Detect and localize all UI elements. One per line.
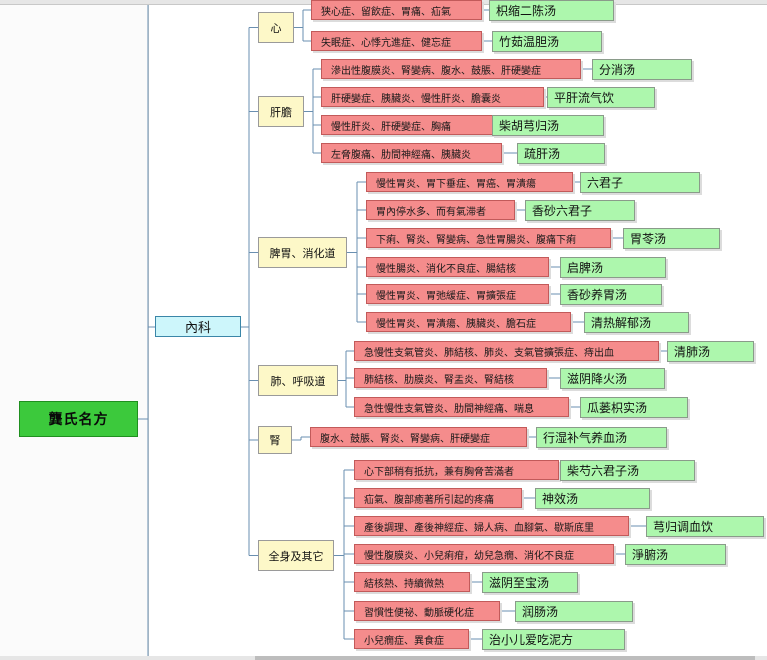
category-node[interactable]: 肺、呼吸道	[258, 365, 338, 396]
symptom-node[interactable]: 產後調理、產後神經症、婦人病、血腳氣、歇斯底里	[354, 516, 629, 536]
formula-node[interactable]: 治小儿爱吃泥方	[482, 628, 625, 650]
formula-node[interactable]: 润肠汤	[515, 600, 633, 622]
category-node[interactable]: 脾胃、消化道	[258, 237, 347, 268]
symptom-node[interactable]: 急性慢性支氣管炎、肋間神經痛、喘息	[354, 397, 569, 417]
symptom-node[interactable]: 慢性胃炎、胃弛緩症、胃擴張症	[366, 284, 549, 304]
category-node[interactable]: 腎	[258, 426, 292, 454]
symptom-node[interactable]: 結核熱、持續微熱	[354, 572, 470, 592]
formula-node[interactable]: 分消汤	[592, 58, 692, 80]
formula-node[interactable]: 芎归调血饮	[646, 515, 764, 537]
hub-node-internal-medicine[interactable]: 內科	[155, 316, 241, 337]
formula-node[interactable]: 平肝流气饮	[547, 86, 655, 108]
formula-node[interactable]: 神效汤	[535, 487, 650, 509]
category-node[interactable]: 心	[258, 12, 294, 43]
symptom-node[interactable]: 狭心症、留飲症、胃痛、疝氣	[311, 0, 482, 20]
symptom-node[interactable]: 急慢性支氣管炎、肺結核、肺炎、支氣管擴張症、痔出血	[354, 341, 659, 361]
category-node[interactable]: 肝膽	[258, 96, 304, 127]
symptom-node[interactable]: 滲出性腹膜炎、腎變病、腹水、鼓脹、肝硬變症	[321, 59, 581, 79]
formula-node[interactable]: 清肺汤	[667, 340, 754, 362]
formula-node[interactable]: 滋阴降火汤	[560, 367, 665, 389]
symptom-node[interactable]: 慢性肝炎、肝硬變症、胸痛	[321, 115, 493, 135]
root-node[interactable]: 龔氏名方	[19, 401, 138, 437]
category-node[interactable]: 全身及其它	[258, 540, 334, 571]
formula-node[interactable]: 柴胡芎归汤	[492, 114, 604, 136]
formula-node[interactable]: 淨腑汤	[625, 543, 726, 565]
formula-node[interactable]: 滋阴至宝汤	[482, 571, 578, 593]
formula-node[interactable]: 疏肝汤	[517, 142, 605, 164]
formula-node[interactable]: 清热解郁汤	[584, 311, 689, 333]
symptom-node[interactable]: 小兒癇症、異食症	[354, 629, 469, 649]
symptom-node[interactable]: 慢性胃炎、胃潰瘍、胰臟炎、膽石症	[366, 312, 571, 332]
symptom-node[interactable]: 慢性腸炎、消化不良症、腸結核	[366, 257, 549, 277]
formula-node[interactable]: 香砂养胃汤	[560, 283, 662, 305]
symptom-node[interactable]: 慢性腹膜炎、小兒痢疳，幼兒急癇、消化不良症	[354, 544, 614, 564]
symptom-node[interactable]: 腹水、鼓脹、腎炎、腎變病、肝硬變症	[310, 427, 527, 447]
formula-node[interactable]: 行湿补气养血汤	[536, 426, 667, 448]
symptom-node[interactable]: 心下部稍有抵抗，兼有胸脅苦滿者	[354, 460, 559, 480]
formula-node[interactable]: 竹茹温胆汤	[492, 30, 602, 52]
symptom-node[interactable]: 失眠症、心悸亢進症、健忘症	[311, 31, 482, 51]
symptom-node[interactable]: 下痢、腎炎、腎變病、急性胃腸炎、腹痛下痢	[366, 228, 611, 248]
formula-node[interactable]: 枳缩二陈汤	[489, 0, 614, 21]
symptom-node[interactable]: 慢性胃炎、胃下垂症、胃癌、胃潰瘍	[366, 172, 573, 192]
left-panel	[0, 5, 149, 656]
formula-node[interactable]: 胃苓汤	[623, 227, 720, 249]
scrollbar-thumb[interactable]	[255, 656, 755, 660]
formula-node[interactable]: 柴芍六君子汤	[560, 459, 695, 481]
formula-node[interactable]: 六君子	[580, 171, 700, 193]
formula-node[interactable]: 瓜蒌枳实汤	[580, 396, 688, 418]
symptom-node[interactable]: 胃內停水多、而有氣滞者	[366, 200, 515, 220]
formula-node[interactable]: 香砂六君子	[525, 199, 635, 221]
symptom-node[interactable]: 疝氣、腹部癒著所引起的疼痛	[354, 488, 522, 508]
symptom-node[interactable]: 左脅腹痛、肋間神經痛、胰臟炎	[321, 143, 502, 163]
symptom-node[interactable]: 肝硬變症、胰臟炎、慢性肝炎、膽囊炎	[321, 87, 544, 107]
symptom-node[interactable]: 肺結核、肋膜炎、腎盂炎、腎結核	[354, 368, 547, 388]
symptom-node[interactable]: 習慣性便祕、動脈硬化症	[354, 601, 500, 621]
formula-node[interactable]: 启脾汤	[560, 256, 666, 278]
